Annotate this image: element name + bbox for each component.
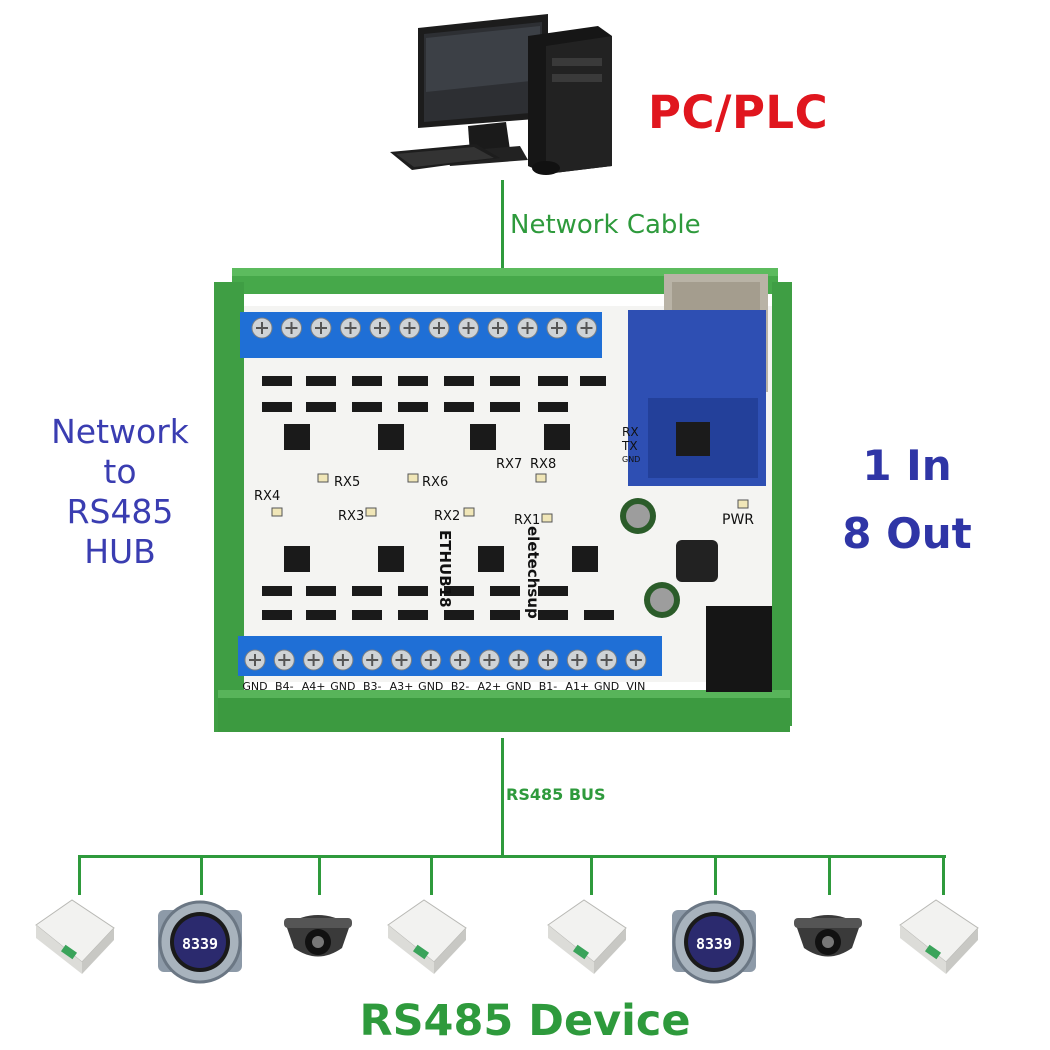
- bottom-terminal-screw: [361, 649, 383, 671]
- rx6-label: RX6: [422, 475, 448, 490]
- top-terminal-screw: [517, 317, 538, 339]
- bottom-terminal-screw: [303, 649, 325, 671]
- inout-line: 8 Out: [842, 509, 972, 558]
- top-screws: [251, 317, 597, 339]
- bottom-terminal-screw: [537, 649, 559, 671]
- bottom-terminal-label: A3+: [390, 680, 414, 693]
- bottom-terminal-screw: [596, 649, 618, 671]
- bottom-terminal-label: B1-: [539, 680, 558, 693]
- gauge-device-icon: 8339: [158, 900, 242, 984]
- rs485-device-label: RS485 Device: [359, 996, 691, 1046]
- dc-jack: [706, 606, 772, 692]
- devices: 8339 8339: [35, 899, 979, 984]
- hub-description: Network to RS485 HUB: [30, 412, 210, 572]
- bottom-terminal-label: A2+: [478, 680, 502, 693]
- top-terminal-screw: [310, 317, 332, 339]
- top-terminal-screw: [546, 317, 568, 339]
- top-terminal-screw: [428, 317, 450, 339]
- rx1-label: RX1: [514, 513, 540, 528]
- rs485-bus-label: RS485 BUS: [506, 785, 606, 804]
- board-model: ETHUB18: [436, 530, 454, 608]
- in-out-description: 1 In 8 Out: [822, 432, 992, 568]
- bottom-terminal-screw: [449, 649, 471, 671]
- bottom-terminal-screw: [566, 649, 588, 671]
- inout-line: 1 In: [862, 441, 952, 490]
- gauge-display-reading: 8339: [696, 935, 732, 953]
- bottom-terminal-label: A1+: [565, 680, 589, 693]
- gauge-display-reading: 8339: [182, 935, 218, 953]
- bottom-screws: [244, 649, 647, 671]
- hub-line: HUB: [84, 532, 156, 571]
- top-terminal-screw: [281, 317, 302, 339]
- rx8-label: RX8: [530, 457, 556, 472]
- gauge-device-icon: 8339: [672, 900, 756, 984]
- bottom-terminal-screw: [244, 649, 266, 671]
- board-pwr: PWR: [722, 512, 754, 528]
- bottom-terminal-label: B2-: [451, 680, 470, 693]
- rx7-label: RX7: [496, 457, 522, 472]
- board-gnd-label: GND: [622, 455, 640, 464]
- camera-device-icon: [284, 915, 352, 957]
- bottom-terminal-screw: [420, 649, 442, 671]
- bottom-terminal-label: GND: [242, 680, 267, 693]
- rx5-label: RX5: [334, 475, 360, 490]
- top-terminal-screw: [399, 317, 420, 339]
- bottom-terminal-screw: [478, 649, 500, 671]
- hub-line: Network: [51, 412, 189, 451]
- scale-device-icon: [899, 899, 979, 974]
- scale-device-icon: [547, 899, 627, 974]
- pc-plc-label: PC/PLC: [648, 86, 829, 139]
- bottom-terminal-labels: GND B4- A4+ GND B3- A3+ GND B2- A2+ GND B1- A1+ GND V…: [242, 680, 645, 693]
- top-terminal-screw: [369, 317, 391, 339]
- rx4-label: RX4: [254, 489, 280, 504]
- bottom-terminal-screw: [625, 649, 647, 671]
- network-cable-line: [501, 180, 504, 270]
- board-tx-label: TX: [621, 439, 638, 453]
- bottom-terminal-label: GND: [418, 680, 443, 693]
- scale-device-icon: [387, 899, 467, 974]
- board-brand: eletechsup: [524, 526, 542, 619]
- top-terminal-block: [240, 312, 602, 358]
- hub-line: to: [103, 452, 137, 491]
- bus-trunk-line: [501, 738, 504, 856]
- bottom-terminal-label: GND: [594, 680, 619, 693]
- bottom-terminal-screw: [391, 649, 412, 671]
- bottom-terminal-label: GND: [506, 680, 531, 693]
- rx2-label: RX2: [434, 509, 460, 524]
- top-terminal-screw: [340, 317, 361, 339]
- top-terminal-screw: [458, 317, 479, 339]
- bus-horizontal-line: [78, 855, 946, 858]
- camera-device-icon: [794, 915, 862, 957]
- bus-drops: [78, 855, 945, 895]
- top-terminal-screw: [251, 317, 273, 339]
- scale-device-icon: [35, 899, 115, 974]
- board-rx-label: RX: [622, 425, 639, 439]
- network-cable-label: Network Cable: [510, 210, 701, 240]
- bottom-terminal-screw: [508, 649, 530, 671]
- rx3-label: RX3: [338, 509, 364, 524]
- bottom-terminal-label: B3-: [363, 680, 382, 693]
- top-terminal-screw: [576, 317, 597, 339]
- bottom-terminal-label: B4-: [275, 680, 294, 693]
- top-terminal-screw: [487, 317, 509, 339]
- bottom-terminal-label: A4+: [302, 680, 326, 693]
- hub-board: GND B4- A4+ GND B3- A3+ GND B2- A2+ GND B1- A1+ GND V…: [214, 268, 792, 732]
- bottom-terminal-screw: [332, 649, 354, 671]
- hub-line: RS485: [66, 492, 174, 531]
- pc-icon: [390, 14, 612, 175]
- bottom-terminal-screw: [273, 649, 295, 671]
- bottom-terminal-label: VIN: [626, 680, 645, 693]
- bottom-terminal-label: GND: [330, 680, 355, 693]
